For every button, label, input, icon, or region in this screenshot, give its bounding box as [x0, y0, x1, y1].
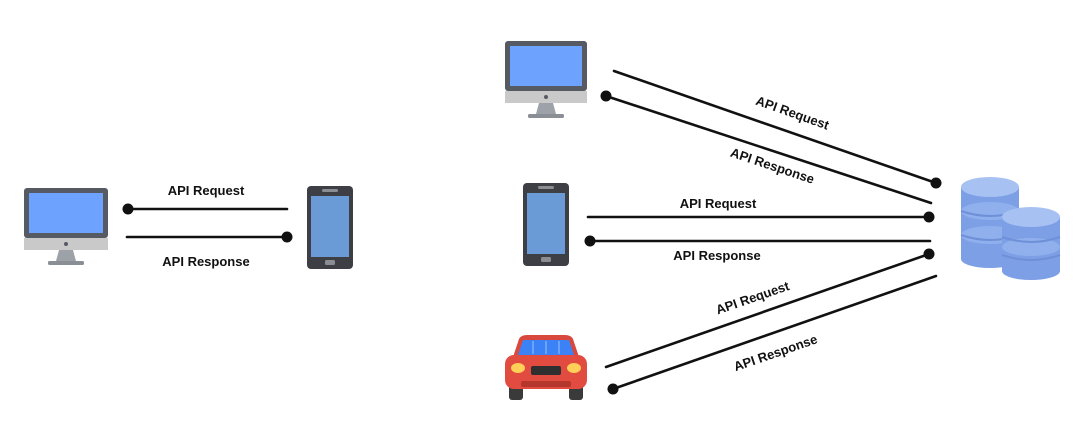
response-dot [584, 235, 596, 247]
desktop-monitor-icon [24, 188, 108, 265]
request-dot [923, 248, 935, 260]
request-dot [930, 177, 942, 189]
response-label: API Response [732, 331, 820, 374]
database-icon [960, 177, 1061, 280]
request-line [604, 252, 931, 369]
desktop-monitor-icon [505, 41, 587, 118]
response-label: API Response [162, 254, 249, 269]
response-line [611, 274, 938, 391]
request-line [612, 69, 938, 185]
request-dot [923, 211, 935, 223]
request-label: API Request [714, 278, 792, 317]
request-label: API Request [754, 93, 832, 133]
car-icon [505, 335, 587, 400]
request-label: API Request [680, 196, 757, 211]
response-line [604, 94, 933, 205]
smartphone-icon [307, 186, 353, 269]
request-dot [122, 203, 134, 215]
response-label: API Response [673, 248, 760, 263]
smartphone-icon [523, 183, 569, 266]
response-dot [600, 90, 612, 102]
request-label: API Request [168, 183, 245, 198]
response-dot [281, 231, 293, 243]
response-dot [607, 383, 619, 395]
